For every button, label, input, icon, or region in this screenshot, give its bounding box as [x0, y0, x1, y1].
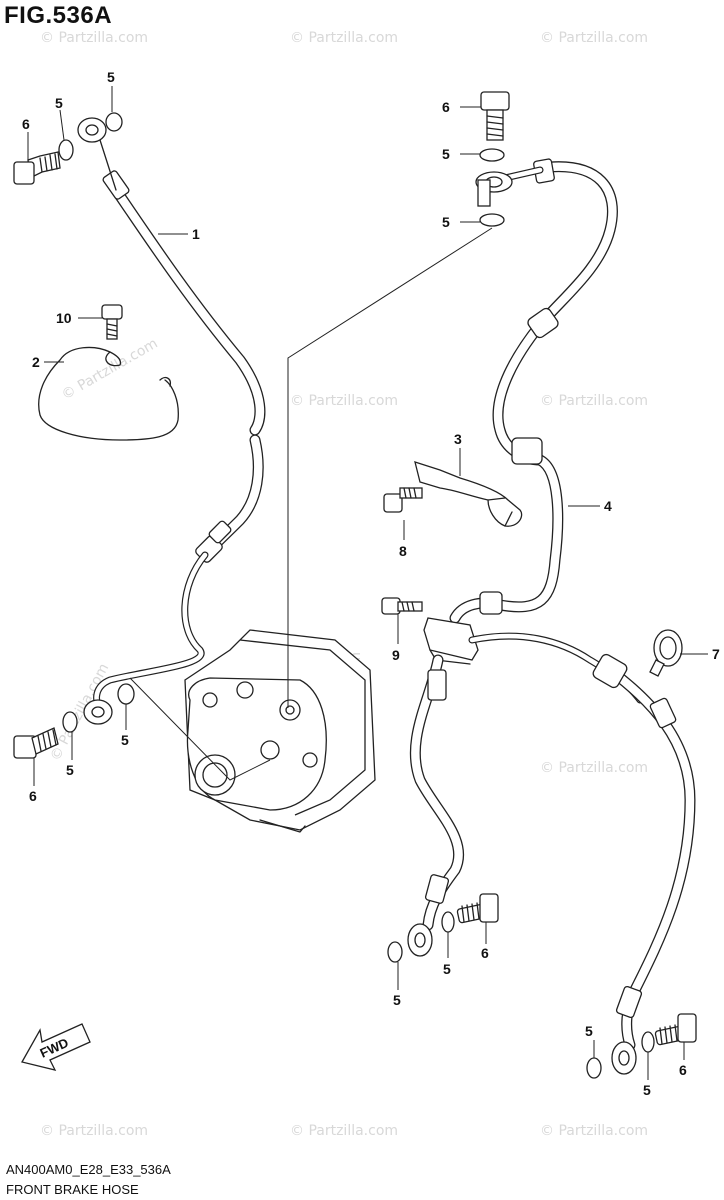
bolt-6d — [456, 893, 499, 924]
washer-5h — [387, 941, 403, 963]
watermarks: © Partzilla.com © Partzilla.com © Partzi… — [40, 30, 648, 1139]
callout-10: 10 — [56, 310, 72, 326]
watermark-text: © Partzilla.com — [540, 760, 648, 776]
abs-unit — [184, 629, 376, 833]
watermark-text: © Partzilla.com — [290, 30, 398, 46]
watermark-text: © Partzilla.com — [540, 393, 648, 409]
callout-6a: 6 — [22, 116, 30, 132]
callout-6e: 6 — [679, 1062, 687, 1078]
brake-hose-lower-left — [407, 654, 465, 957]
callout-8: 8 — [399, 543, 407, 559]
bolt-8 — [383, 487, 423, 513]
brake-hose-1 — [77, 117, 266, 725]
bolt-6a — [13, 151, 61, 185]
bolt-10 — [101, 304, 123, 340]
watermark-text: © Partzilla.com — [290, 393, 398, 409]
callout-5f: 5 — [121, 732, 129, 748]
washer-5a — [58, 139, 74, 161]
joint-block — [423, 617, 479, 661]
brake-hose-4 — [449, 158, 618, 624]
clamp-7 — [649, 629, 683, 677]
bolt-9 — [381, 597, 423, 615]
watermark-text: © Partzilla.com — [540, 1123, 648, 1139]
callout-6d: 6 — [481, 945, 489, 961]
fwd-arrow-icon: FWD — [21, 1023, 91, 1071]
leader-lines — [27, 86, 708, 1080]
callout-7: 7 — [712, 646, 720, 662]
callout-9: 9 — [392, 647, 400, 663]
watermark-text: © Partzilla.com — [540, 30, 648, 46]
washer-5c — [62, 711, 78, 733]
callout-5a: 5 — [107, 69, 115, 85]
watermark-text: © Partzilla.com — [59, 336, 161, 404]
washer-5f — [479, 213, 505, 227]
bolt-6e — [654, 1013, 697, 1046]
callout-5g: 5 — [393, 992, 401, 1008]
brake-hose-lower-right — [468, 632, 696, 1075]
washer-5d — [117, 683, 135, 705]
washer-5j — [586, 1057, 602, 1079]
watermark-text: © Partzilla.com — [40, 30, 148, 46]
watermark-text: © Partzilla.com — [290, 1123, 398, 1139]
callout-2: 2 — [32, 354, 40, 370]
callout-1: 1 — [192, 226, 200, 242]
bracket-3 — [414, 461, 523, 527]
callout-5b: 5 — [55, 95, 63, 111]
banjo-fitting — [475, 166, 544, 207]
washer-5b — [105, 112, 123, 132]
callout-4: 4 — [604, 498, 612, 514]
figure-title: FIG.536A — [4, 2, 113, 29]
figure-code: AN400AM0_E28_E33_536A — [6, 1162, 171, 1177]
callout-3: 3 — [454, 431, 462, 447]
callout-6b: 6 — [442, 99, 450, 115]
callout-5e: 5 — [66, 762, 74, 778]
callout-5h: 5 — [443, 961, 451, 977]
bolt-6b — [13, 727, 59, 759]
washer-5i — [641, 1031, 655, 1053]
callout-6c: 6 — [29, 788, 37, 804]
washer-5g — [441, 911, 455, 933]
callout-5j: 5 — [643, 1082, 651, 1098]
figure-name: FRONT BRAKE HOSE — [6, 1182, 139, 1197]
callout-5i: 5 — [585, 1023, 593, 1039]
bolt-6c — [480, 91, 510, 141]
washer-5e — [479, 148, 505, 162]
bracket-2 — [38, 346, 179, 441]
callout-5d: 5 — [442, 214, 450, 230]
watermark-text: © Partzilla.com — [40, 1123, 148, 1139]
callouts: 1 2 3 4 5 5 5 5 5 5 5 5 5 5 6 6 6 6 6 7 … — [22, 69, 720, 1098]
callout-5c: 5 — [442, 146, 450, 162]
